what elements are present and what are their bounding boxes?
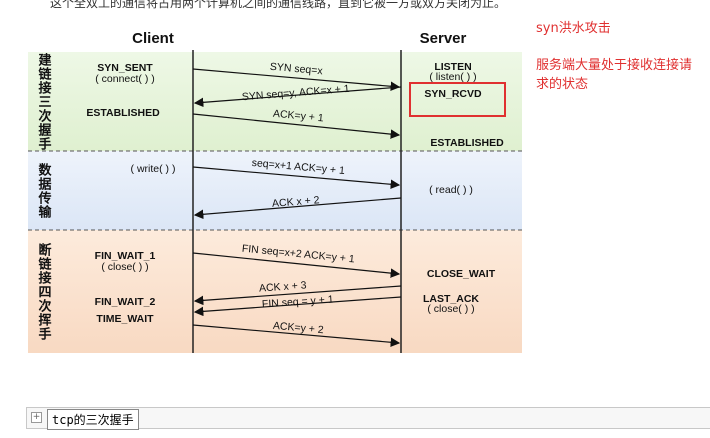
message-label-syn: SYN seq=x xyxy=(269,61,323,78)
server-call-read: ( read( ) ) xyxy=(429,184,473,196)
message-label-data-ack: ACK x + 2 xyxy=(272,194,321,210)
syn-rcvd-highlight xyxy=(409,82,506,117)
server-header: Server xyxy=(420,30,467,47)
client-state-fin-wait-1: FIN_WAIT_1 xyxy=(95,250,156,262)
server-state-syn-rcvd: SYN_RCVD xyxy=(424,88,482,100)
tcp-state-diagram: 建链接三次握手 数据传输 断链接四次挥手 Client Server SYN_S… xyxy=(28,22,522,353)
intro-text: 这个全双工的通信将占用两个计算机之间的通信线路，直到它被一方或双方关闭为止。 xyxy=(50,0,507,10)
message-label-data: seq=x+1 ACK=y + 1 xyxy=(251,157,345,177)
expand-icon[interactable]: + xyxy=(31,412,42,423)
message-label-ack: ACK=y + 1 xyxy=(272,108,324,125)
caption-bar: + tcp的三次握手 xyxy=(26,407,710,430)
server-state-listen: LISTEN xyxy=(434,61,471,73)
client-state-time-wait: TIME_WAIT xyxy=(96,313,154,325)
server-state-last-ack: LAST_ACK xyxy=(423,293,479,305)
sequence-svg: Client Server SYN_SENT ( connect( ) ) ES… xyxy=(28,30,522,353)
data-transfer-band xyxy=(28,151,522,230)
annotation-note: 服务端大量处于接收连接请求的状态 xyxy=(536,58,693,92)
server-call-listen: ( listen( ) ) xyxy=(429,71,476,83)
server-state-close-wait: CLOSE_WAIT xyxy=(427,268,496,280)
phase-label-data-transfer: 数据传输 xyxy=(35,162,51,219)
client-state-fin-wait-2: FIN_WAIT_2 xyxy=(95,296,156,308)
server-state-established: ESTABLISHED xyxy=(430,137,504,149)
phase-label-handshake: 建链接三次握手 xyxy=(35,52,51,151)
caption-label[interactable]: tcp的三次握手 xyxy=(47,409,139,430)
message-label-fin: FIN seq=x+2 ACK=y + 1 xyxy=(241,243,355,266)
message-arrow xyxy=(193,197,402,220)
message-arrow xyxy=(193,296,402,317)
handshake-band xyxy=(28,52,522,151)
message-arrow xyxy=(192,166,401,190)
message-arrow xyxy=(193,285,402,306)
client-state-syn-sent: SYN_SENT xyxy=(97,62,153,74)
client-call-connect: ( connect( ) ) xyxy=(95,73,155,85)
message-arrow xyxy=(192,113,401,139)
message-arrow xyxy=(192,68,401,92)
client-state-established: ESTABLISHED xyxy=(86,107,160,119)
message-label-final-ack: ACK=y + 2 xyxy=(272,320,324,336)
message-label-syn-ack: SYN seq=y, ACK=x + 1 xyxy=(241,83,350,103)
phase-label-teardown: 断链接四次挥手 xyxy=(35,242,51,341)
message-arrow xyxy=(193,86,402,108)
server-call-close: ( close( ) ) xyxy=(427,303,474,315)
message-arrow xyxy=(192,252,401,278)
client-header: Client xyxy=(132,30,174,47)
message-arrow xyxy=(192,324,401,348)
client-call-close: ( close( ) ) xyxy=(101,261,148,273)
annotation-title: syn洪水攻击 xyxy=(536,21,611,36)
message-label-server-fin: FIN seq = y + 1 xyxy=(262,294,335,311)
message-label-fin-ack: ACK x + 3 xyxy=(259,279,307,294)
client-call-write: ( write( ) ) xyxy=(131,163,176,175)
